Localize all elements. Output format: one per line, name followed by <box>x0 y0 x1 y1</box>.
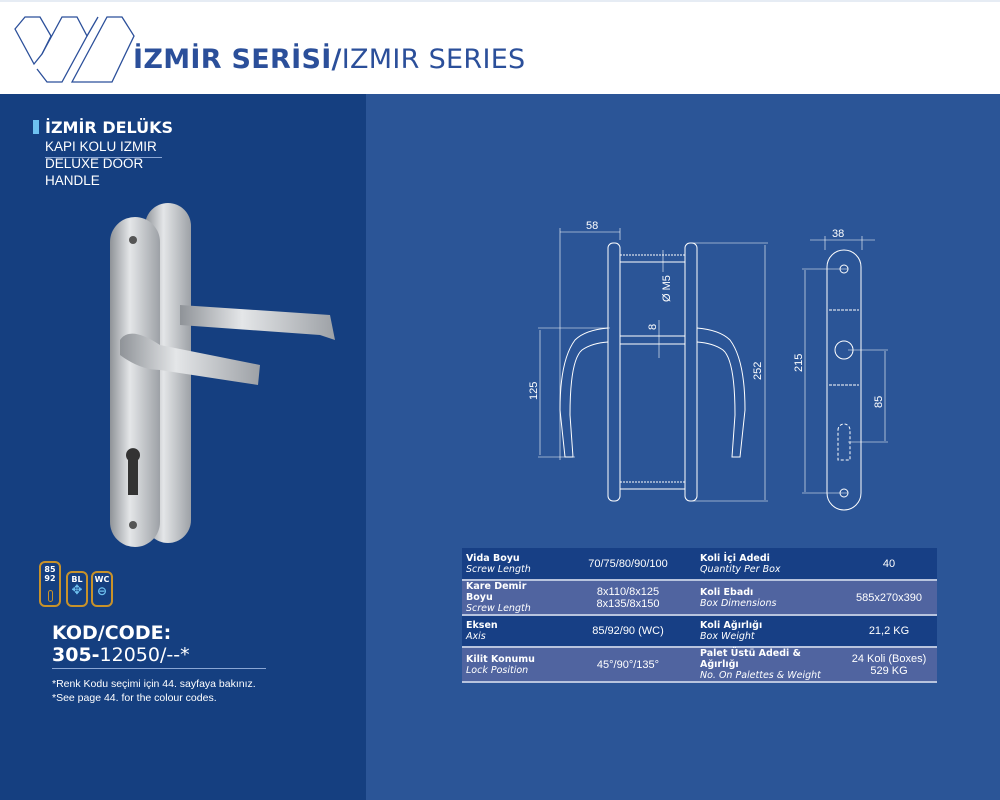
page-title: İZMİR SERİSİ/IZMIR SERIES <box>133 44 526 75</box>
product-line: HANDLE <box>45 173 100 188</box>
dim-plate-width: 38 <box>832 228 844 240</box>
dim-handle-height: 125 <box>528 382 540 400</box>
product-code: 305-12050/--* <box>52 644 190 666</box>
divider <box>45 157 162 158</box>
dim-spindle: 8 <box>647 324 659 330</box>
dim-axis: 85 <box>873 396 885 408</box>
badge-bl: BL✥ <box>66 571 88 607</box>
bathroom-lock-icon: ✥ <box>71 583 83 598</box>
divider <box>52 668 266 669</box>
dim-hole-distance: 215 <box>793 354 805 372</box>
color-note-en: *See page 44. for the colour codes. <box>52 692 217 704</box>
accent-bar <box>33 120 39 134</box>
header: İZMİR SERİSİ/IZMIR SERIES <box>0 0 1000 94</box>
product-name: İZMİR DELÜKS <box>45 118 174 137</box>
color-note-tr: *Renk Kodu seçimi için 44. sayfaya bakın… <box>52 678 256 690</box>
code-label: KOD/CODE: <box>52 622 172 644</box>
product-line: DELUXE DOOR <box>45 156 144 171</box>
badge-wc: WC⊖ <box>91 571 113 607</box>
dim-width: 58 <box>586 220 598 232</box>
keyhole-icon <box>47 590 53 602</box>
dim-length: 252 <box>752 362 764 380</box>
technical-drawing: 58 Ø M5 8 125 252 38 215 85 <box>528 220 888 511</box>
dim-screw: Ø M5 <box>661 275 673 302</box>
product-line: KAPI KOLU IZMIR <box>45 139 157 154</box>
specs-panel <box>366 94 1000 800</box>
product-photo <box>110 203 335 547</box>
brand-logo <box>14 16 135 83</box>
wc-lock-icon: ⊖ <box>96 584 108 598</box>
